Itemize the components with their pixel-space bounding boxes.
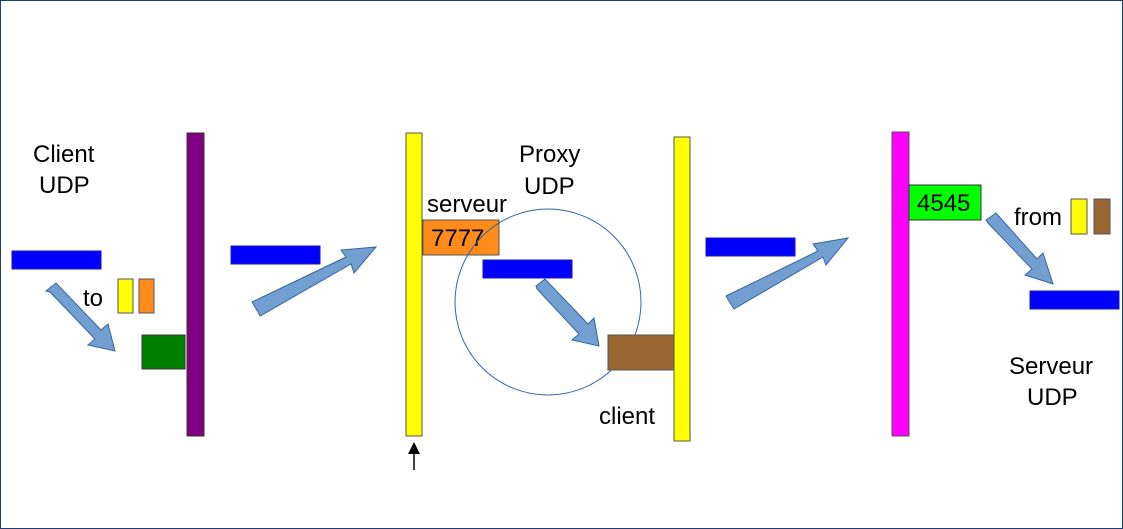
server-port-box	[908, 184, 982, 221]
server-title-line1: Serveur	[1009, 353, 1093, 380]
port-7777: 7777	[431, 225, 484, 252]
client-send-arrow	[44, 282, 116, 352]
packet-to-server	[705, 237, 796, 257]
arrow-to-proxy	[251, 246, 378, 317]
proxy-packet	[482, 259, 573, 279]
client-title-line1: Client	[33, 141, 95, 168]
proxy-client-port-box	[607, 334, 675, 371]
port-4545: 4545	[917, 190, 970, 217]
client-title-line2: UDP	[39, 172, 90, 199]
to-label: to	[83, 285, 103, 312]
proxy-server-port-box	[422, 219, 500, 256]
packet-to-proxy	[230, 245, 321, 265]
arrow-to-server	[725, 237, 850, 310]
server-packet	[1029, 290, 1120, 310]
client-socket-bar	[186, 132, 205, 437]
proxy-forward-arrow	[535, 278, 600, 347]
client-label: client	[599, 403, 655, 430]
proxy-circle	[454, 208, 642, 396]
proxy-server-bar	[405, 132, 423, 437]
proxy-title-line1: Proxy	[519, 141, 580, 168]
to-orange-chip	[138, 278, 155, 314]
proxy-client-bar	[673, 136, 691, 442]
from-label: from	[1014, 204, 1062, 231]
proxy-title-line2: UDP	[524, 173, 575, 200]
from-yellow-chip	[1070, 198, 1088, 235]
server-title-line2: UDP	[1027, 384, 1078, 411]
to-yellow-chip	[117, 278, 134, 314]
from-brown-chip	[1093, 198, 1111, 235]
client-packet	[11, 250, 102, 270]
server-socket-bar	[891, 131, 910, 437]
client-port-box	[141, 334, 186, 370]
serveur-label: serveur	[427, 191, 507, 218]
server-receive-arrow	[985, 212, 1054, 285]
